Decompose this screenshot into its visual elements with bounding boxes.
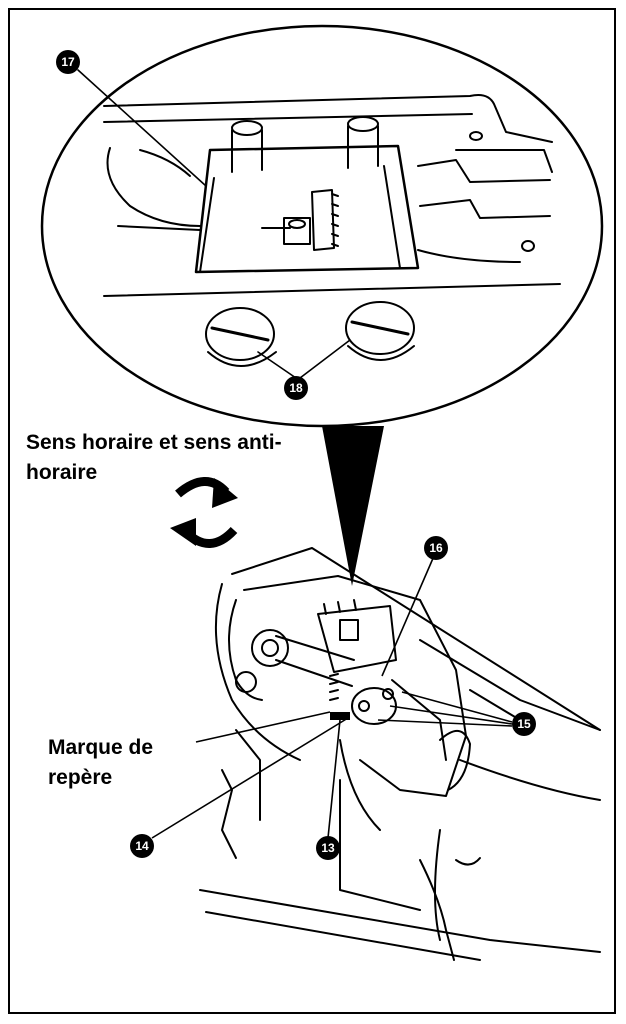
callout-17: 17: [56, 50, 80, 74]
svg-text:13: 13: [321, 841, 335, 855]
mark-label-line1: Marque de: [48, 736, 154, 759]
callout-14: 14: [130, 834, 154, 858]
rotation-label-line2: horaire: [26, 461, 98, 484]
mark-label-line2: repère: [48, 766, 113, 789]
machine-detail: [199, 547, 601, 961]
svg-text:16: 16: [429, 541, 443, 555]
rotation-label-line1: Sens horaire et sens anti-: [26, 431, 282, 454]
callout-18: 18: [284, 376, 308, 400]
svg-text:17: 17: [61, 55, 75, 69]
callout-13: 13: [316, 836, 340, 860]
svg-text:18: 18: [289, 381, 303, 395]
reference-mark-label: Marque de repère: [48, 733, 218, 793]
rotation-direction-label: Sens horaire et sens anti- horaire: [26, 428, 326, 488]
svg-text:14: 14: [135, 839, 149, 853]
magnified-view-content: [103, 94, 561, 367]
alignment-mark: [330, 712, 350, 720]
svg-text:15: 15: [517, 717, 531, 731]
callout-15: 15: [512, 712, 536, 736]
magnifier-pointer: [322, 426, 384, 586]
callout-16: 16: [424, 536, 448, 560]
